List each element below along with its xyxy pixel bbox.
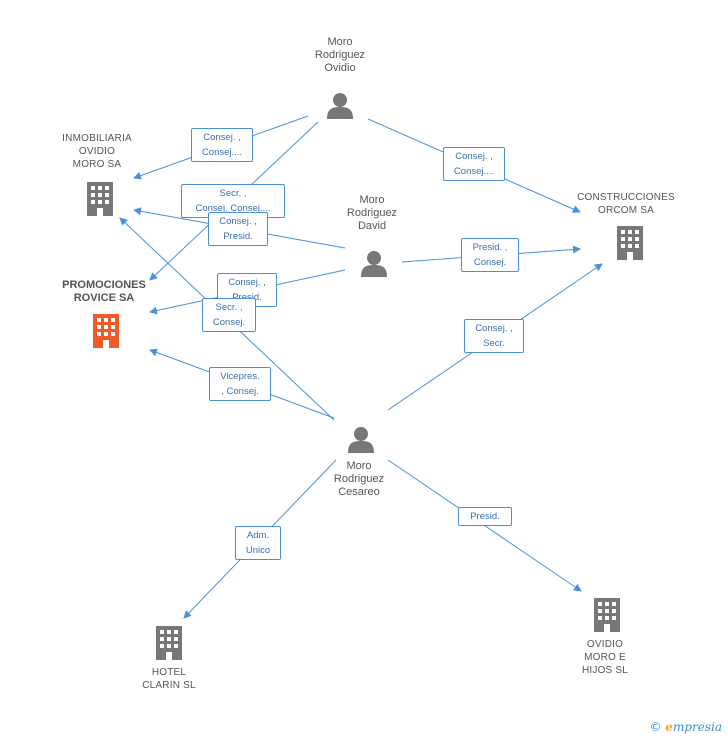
node-label-hotel[interactable]: HOTEL CLARIN SL — [142, 667, 196, 691]
edge-label-ovidio-construcciones: Consej. , Consej.... — [443, 147, 505, 181]
person-icon[interactable] — [348, 427, 374, 453]
building-icon[interactable] — [617, 226, 643, 260]
node-label-construcciones[interactable]: CONSTRUCCIONES ORCOM SA — [577, 192, 675, 216]
building-icon[interactable] — [87, 182, 113, 216]
edge-label-david-construcciones: Presid. , Consej. — [461, 238, 519, 272]
node-label-ovidio-hijos[interactable]: OVIDIO MORO E HIJOS SL — [581, 639, 629, 676]
brand-footer: © empresia — [649, 720, 722, 734]
brand-logo-initial: e — [665, 720, 673, 734]
node-label-inmobiliaria[interactable]: INMOBILIARIA OVIDIO MORO SA — [62, 133, 132, 170]
edge-label-david-inmobiliaria: Consej. , Presid. — [208, 212, 268, 246]
building-icon-focus[interactable] — [93, 314, 119, 348]
edge-label-cesareo-construcciones: Consej. , Secr. — [464, 319, 524, 353]
building-icon[interactable] — [594, 598, 620, 632]
brand-logo-text: mpresia — [672, 720, 722, 734]
nodes — [87, 93, 643, 660]
edge-label-ovidio-inmobiliaria: Consej. , Consej.... — [191, 128, 253, 162]
copyright-icon: © — [649, 720, 662, 734]
person-icon[interactable] — [327, 93, 353, 119]
node-label-moro-david[interactable]: Moro Rodriguez David — [346, 194, 398, 232]
person-icon[interactable] — [361, 251, 387, 277]
edge-label-cesareo-hotel: Adm. Unico — [235, 526, 281, 560]
edge-label-cesareo-promociones: Vicepres. , Consej. — [209, 367, 271, 401]
building-icon[interactable] — [156, 626, 182, 660]
node-label-promociones[interactable]: PROMOCIONES ROVICE SA — [62, 279, 146, 304]
node-label-moro-cesareo[interactable]: Moro Rodriguez Cesareo — [333, 460, 385, 498]
edge-label-cesareo-ovidio-hijos: Presid. — [458, 507, 512, 526]
node-label-moro-ovidio[interactable]: Moro Rodriguez Ovidio — [314, 36, 366, 74]
edge-label-cesareo-inmobiliaria: Secr. , Consej. — [202, 298, 256, 332]
